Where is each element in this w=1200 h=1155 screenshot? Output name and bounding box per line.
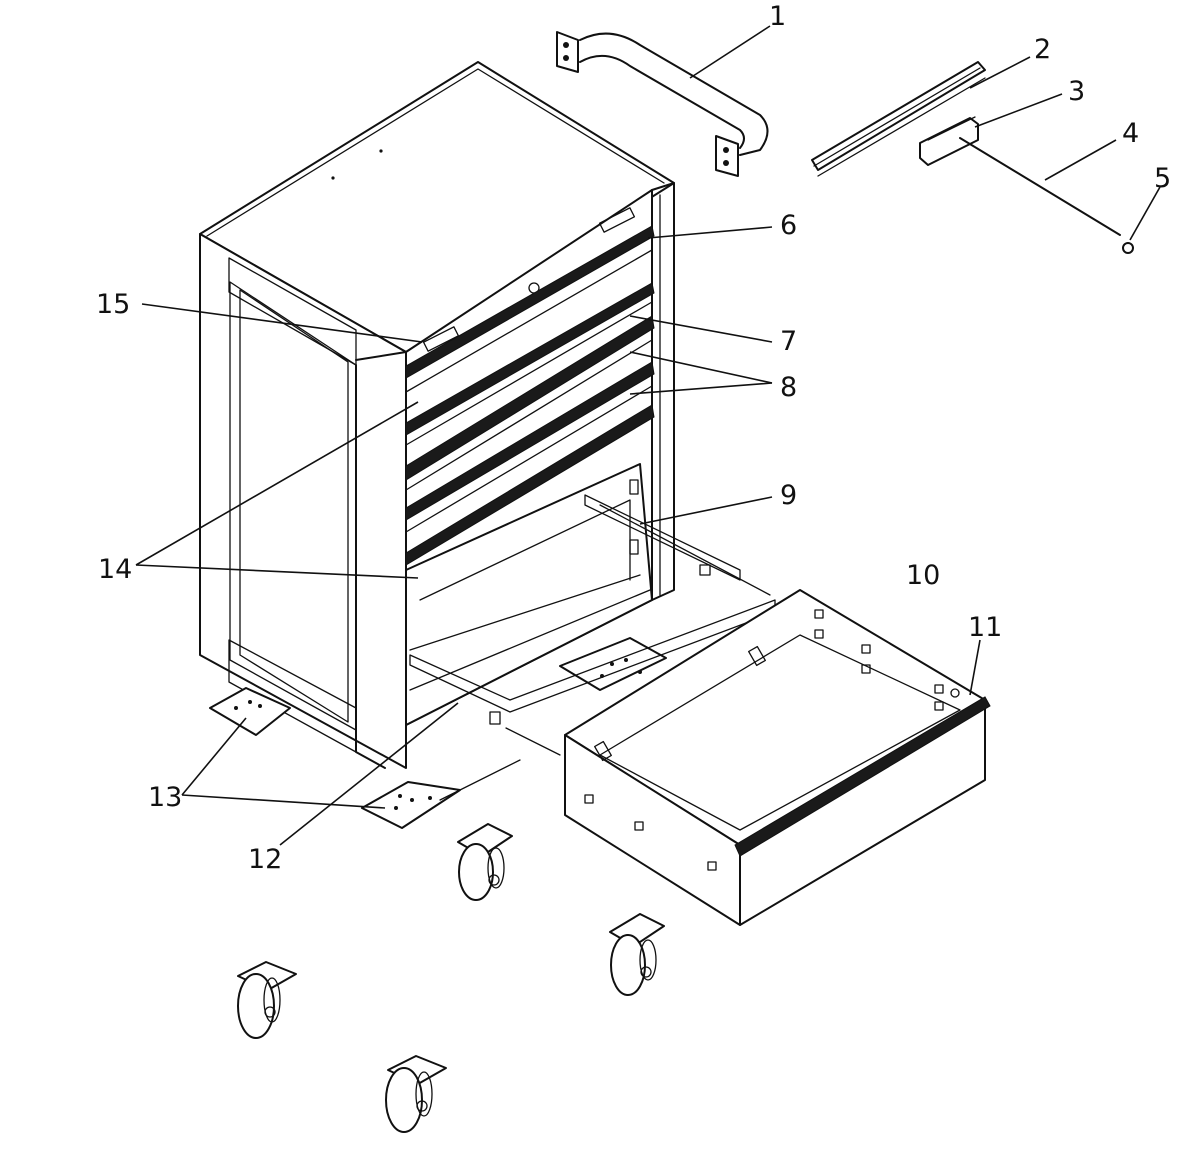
callout-3: 3 (1068, 76, 1085, 107)
caster-4 (385, 1055, 447, 1133)
callout-14: 14 (98, 554, 132, 585)
callout-7: 7 (780, 326, 797, 357)
callout-11: 11 (968, 612, 1002, 643)
open-drawer (564, 589, 991, 926)
callout-9: 9 (780, 480, 797, 511)
callout-1: 1 (769, 1, 786, 32)
handle-part (556, 31, 769, 177)
callout-8: 8 (780, 372, 797, 403)
caster-2 (609, 913, 665, 996)
callout-12: 12 (248, 844, 282, 875)
rail-part (811, 61, 986, 177)
callout-5: 5 (1154, 163, 1171, 194)
callout-4: 4 (1122, 118, 1139, 149)
callout-13: 13 (148, 782, 182, 813)
callout-10: 10 (906, 560, 940, 591)
callout-6: 6 (780, 210, 797, 241)
cabinet-body (199, 61, 675, 769)
leader-lines (135, 25, 1161, 846)
lock-bracket-rod-screw (919, 116, 1134, 254)
casters (237, 823, 665, 1133)
callout-2: 2 (1034, 34, 1051, 65)
caster-1 (457, 823, 513, 901)
callout-labels: 1 2 3 4 5 6 7 8 9 10 11 12 13 14 15 (96, 1, 1171, 875)
caster-3 (237, 961, 297, 1039)
callout-15: 15 (96, 289, 130, 320)
